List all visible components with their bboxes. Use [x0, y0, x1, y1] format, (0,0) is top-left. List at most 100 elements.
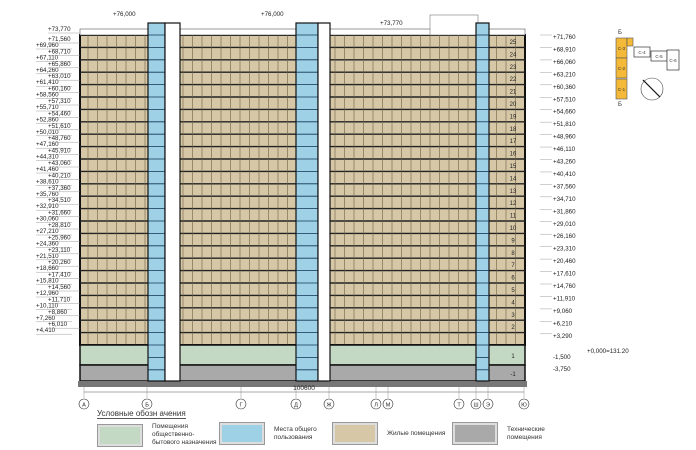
elevation-mark-left-outer: +4,410 [36, 327, 56, 334]
legend-title: Условные обозн ачения [97, 409, 186, 419]
legend-label: Технические помещения [507, 425, 545, 441]
elevation-mark-right: +17,610 [553, 271, 576, 278]
elevation-mark-left-inner: +57,310 [48, 98, 71, 105]
elevation-mark-left-outer: +50,010 [36, 129, 59, 136]
elevation-mark-left-outer: +61,410 [36, 79, 59, 86]
elevation-mark-right: +48,960 [553, 134, 576, 141]
axis-bubble [453, 398, 465, 410]
elevation-mark-left-inner: +73,770 [48, 26, 71, 33]
elevation-mark-left-inner: +11,710 [48, 296, 71, 303]
legend-item-public: Помещения общественно-бытового назначени… [98, 423, 222, 447]
elevation-mark-left-outer: +24,360 [36, 240, 59, 247]
floor-number: 22 [510, 77, 517, 83]
elevation-mark-left-outer: +64,260 [36, 67, 59, 74]
elevation-mark-left-outer: +55,710 [36, 104, 59, 111]
floor-number: 21 [510, 90, 517, 96]
elevation-mark-right: +60,360 [553, 84, 576, 91]
elevation-mark-left-outer: +58,560 [36, 92, 59, 99]
top-elevation-mark: +76,000 [113, 11, 136, 18]
floor-number: 5 [511, 288, 515, 294]
elevation-mark-right: +11,910 [553, 295, 576, 302]
legend-swatch-public [98, 424, 142, 446]
elevation-mark-right: +51,810 [553, 121, 576, 128]
elevation-mark-below: -1,500 [553, 354, 571, 361]
floor-number: 3 [511, 313, 515, 319]
elevation-mark-right: +37,560 [553, 183, 576, 190]
floor-number: 7 [511, 263, 515, 269]
elevation-mark-right: +43,260 [553, 159, 576, 166]
key-plan-section-label: С-5 [655, 54, 663, 59]
elevation-mark-right: +54,660 [553, 109, 576, 116]
stair-core [295, 22, 319, 382]
elevation-mark-left-inner: +60,160 [48, 86, 71, 93]
elevation-mark-left-inner: +51,610 [48, 123, 71, 130]
elevation-mark-left-outer: +12,960 [36, 290, 59, 297]
overall-dimension: 100600 [293, 385, 315, 392]
north-arrow-icon [640, 77, 664, 101]
elevation-mark-left-outer: +21,510 [36, 253, 59, 260]
top-elevation-mark: +76,000 [261, 11, 284, 18]
elevation-mark-left-inner: +63,010 [48, 73, 71, 80]
elevation-mark-right: +23,310 [553, 246, 576, 253]
key-plan-section-label: С-4 [638, 50, 646, 55]
elevation-mark-left-inner: +14,560 [48, 284, 71, 291]
elevation-mark-left-inner: +48,760 [48, 135, 71, 142]
elevation-mark-left-outer: +18,660 [36, 265, 59, 272]
legend-item-technical: Технические помещения [453, 423, 577, 444]
elevation-mark-left-inner: +68,710 [48, 48, 71, 55]
elevation-mark-right: +9,060 [553, 308, 573, 315]
elevation-mark-left-outer: +44,310 [36, 154, 59, 161]
floor-number: 23 [510, 65, 517, 71]
axis-bubble [482, 398, 494, 410]
floor-number: -1 [510, 372, 516, 378]
elevation-mark-left-inner: +65,860 [48, 61, 71, 68]
legend-swatch-residential [333, 423, 377, 444]
elevation-mark-left-inner: +23,110 [48, 247, 71, 254]
elevation-mark-left-outer: +52,860 [36, 116, 59, 123]
floor-number: 17 [510, 139, 517, 145]
key-plan-section [615, 78, 628, 100]
elevation-mark-left-inner: +31,660 [48, 210, 71, 217]
floor-number: 6 [511, 276, 515, 282]
elevation-mark-left-inner: +34,510 [48, 197, 71, 204]
section-mark: Б [618, 30, 622, 36]
shaft-gap [317, 22, 331, 382]
floor-number: 9 [511, 238, 515, 244]
elevation-mark-right: +3,290 [553, 333, 573, 340]
elevation-mark-left-inner: +20,260 [48, 259, 71, 266]
floor-number: 14 [510, 176, 517, 182]
elevation-mark-left-inner: +25,960 [48, 234, 71, 241]
axis-bubble [382, 398, 394, 410]
axis-label: Б [145, 403, 149, 409]
legend-item-residential: Жилые помещения [333, 423, 457, 444]
floor-number: 18 [510, 127, 517, 133]
floor-number: 20 [510, 102, 517, 108]
elevation-mark-left-inner: +37,360 [48, 185, 71, 192]
axis-label: Ш [473, 403, 478, 409]
floor-number: 8 [511, 251, 515, 257]
key-plan-section-label: С-1 [618, 87, 626, 92]
axis-bubble [323, 398, 335, 410]
axis-bubble [235, 398, 247, 410]
elevation-mark-right: +40,410 [553, 171, 576, 178]
section-mark: Б [618, 102, 622, 108]
legend-label: Помещения общественно-бытового назначени… [152, 423, 217, 446]
elevation-mark-right: +14,760 [553, 283, 576, 290]
elevation-mark-right: +20,460 [553, 258, 576, 265]
elevation-mark-left-inner: +8,860 [48, 309, 68, 316]
axis-bubble [290, 398, 302, 410]
axis-label: Э [486, 403, 490, 409]
floor-number: 11 [510, 214, 517, 220]
axis-label: Д [294, 403, 298, 409]
key-plan-section [615, 57, 628, 79]
key-plan-section-label: С-6 [669, 58, 677, 63]
elevation-mark-left-outer: +67,110 [36, 54, 59, 61]
elevation-mark-right: +26,160 [553, 233, 576, 240]
floor-number: 13 [510, 189, 517, 195]
elevation-mark-left-outer: +7,260 [36, 315, 56, 322]
legend-swatch-common [220, 423, 264, 444]
key-plan-section-label: С-3 [618, 46, 626, 51]
floor-number: 25 [510, 40, 517, 46]
elevation-mark-left-outer: +38,610 [36, 178, 59, 185]
axis-bubble [141, 398, 153, 410]
